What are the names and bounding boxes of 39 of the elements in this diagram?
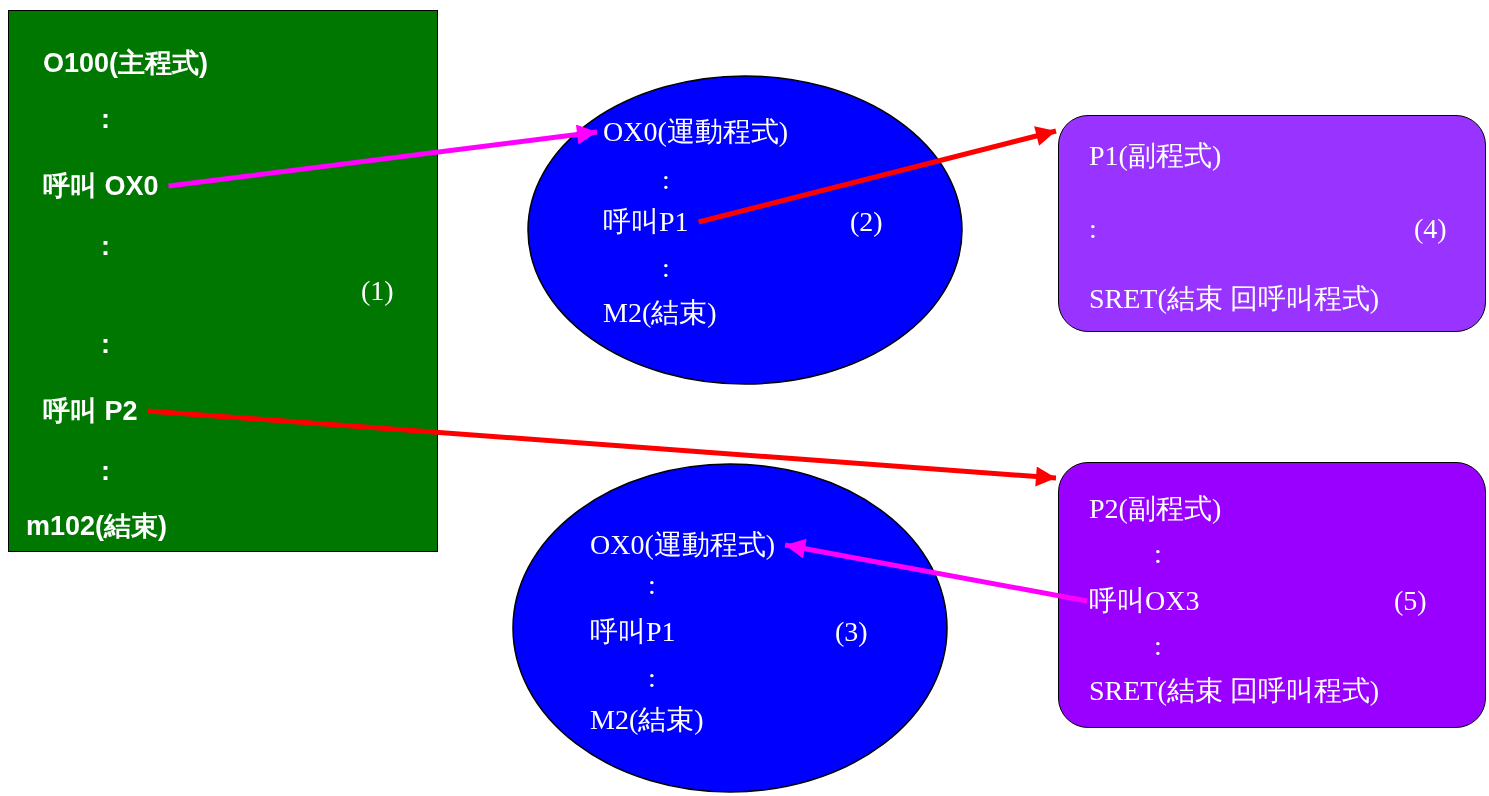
continuation-dots: : [101, 328, 110, 360]
arrow [147, 408, 1057, 487]
code-line: 呼叫 OX0 [43, 170, 159, 202]
step-number: (1) [361, 275, 394, 307]
code-line: SRET(結束 回呼叫程式) [1089, 283, 1380, 315]
continuation-dots: : [662, 164, 670, 196]
code-line: M2(結束) [590, 704, 704, 736]
arrow [697, 126, 1057, 225]
continuation-dots: : [1089, 213, 1097, 245]
code-line: 呼叫P1 [590, 616, 676, 648]
program-ellipse [527, 75, 963, 385]
code-line: OX0(運動程式) [603, 116, 789, 148]
code-line: OX0(運動程式) [590, 529, 776, 561]
code-line: 呼叫P1 [603, 206, 689, 238]
step-number: (5) [1394, 585, 1427, 617]
step-number: (4) [1414, 213, 1447, 245]
continuation-dots: : [101, 103, 110, 135]
step-number: (2) [850, 206, 883, 238]
continuation-dots: : [648, 662, 656, 694]
code-panel [8, 10, 438, 552]
continuation-dots: : [1154, 538, 1162, 570]
code-line: m102(結束) [26, 510, 168, 542]
continuation-dots: : [1154, 630, 1162, 662]
code-line: 呼叫 P2 [43, 395, 138, 427]
arrow [168, 124, 598, 189]
continuation-dots: : [662, 252, 670, 284]
code-line: P2(副程式) [1089, 493, 1222, 525]
continuation-dots: : [101, 455, 110, 487]
code-line: P1(副程式) [1089, 140, 1222, 172]
program-ellipse [512, 463, 948, 793]
step-number: (3) [835, 616, 868, 648]
code-line: M2(結束) [603, 297, 717, 329]
continuation-dots: : [101, 230, 110, 262]
code-line: O100(主程式) [43, 47, 209, 79]
code-line: 呼叫OX3 [1089, 585, 1200, 617]
code-line: SRET(結束 回呼叫程式) [1089, 675, 1380, 707]
continuation-dots: : [648, 569, 656, 601]
subprogram-box [1058, 115, 1486, 332]
subprogram-box [1058, 462, 1486, 728]
